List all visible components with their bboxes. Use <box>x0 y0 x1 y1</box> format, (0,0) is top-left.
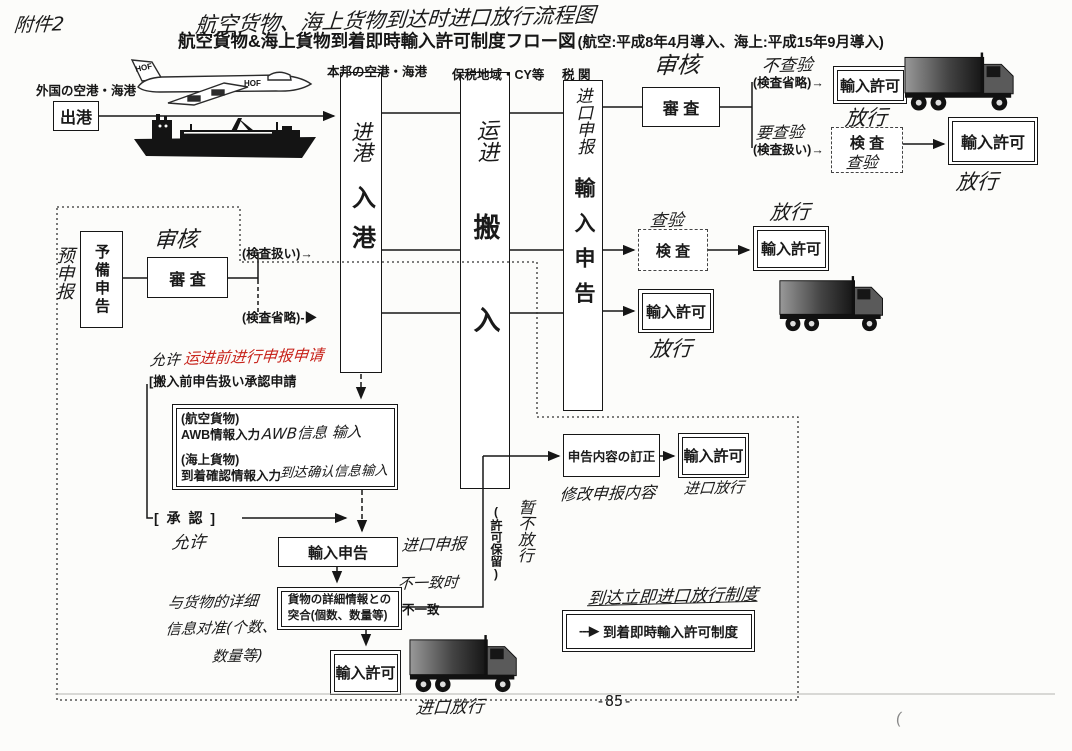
matching-box: 貨物の詳細情報との 突合(個数、数量等) <box>277 587 402 630</box>
hw-system-cn: 到达立即进口放行制度 <box>586 584 759 610</box>
departure-box: 出港 <box>53 101 99 131</box>
truck-icon-top-right <box>904 52 1014 111</box>
label-mismatch: 不一致 <box>402 603 440 617</box>
hw-arrival-confirm-input: 到达确认信息输入 <box>279 462 389 482</box>
truck-icon-middle <box>779 276 883 332</box>
hw-review-top: 审核 <box>652 52 701 80</box>
hw-import-declaration-cn: 进口申报 <box>401 534 467 555</box>
column-carry-in-label: 搬入 <box>469 213 500 399</box>
hw-permit-cn-1: 允许 <box>149 350 181 370</box>
legend-box: ---▶ 到着即時輸入許可制度 <box>562 610 755 652</box>
legend-dashed-arrow: ---▶ <box>579 623 599 638</box>
svg-text:HOF: HOF <box>244 79 261 88</box>
import-permit-box-3: 輸入許可 <box>753 226 829 271</box>
column-arrival-label: 入港 <box>347 185 375 265</box>
inspection-box-top: 検 査 <box>831 127 903 173</box>
correction-box: 申告内容の訂正 <box>563 434 660 477</box>
hw-matching-note-1: 与货物的详细 <box>167 591 259 613</box>
hw-withhold-release: 暂不放行 <box>514 498 535 564</box>
import-permit-box-6: 輸入許可 <box>330 650 401 695</box>
inspection-box-mid: 検 査 <box>638 229 708 271</box>
legend-label: 到着即時輸入許可制度 <box>603 625 738 640</box>
hw-import-release-2: 进口放行 <box>414 697 485 719</box>
import-declaration-box: 輸入申告 <box>278 537 398 567</box>
label-foreign-port: 外国の空港・海港 <box>36 84 137 98</box>
column-import-declaration-handwritten: 进口申报 <box>571 86 594 156</box>
hw-release-4: 放行 <box>648 336 693 362</box>
label-bonded-area: 保税地域・CY等 <box>452 68 545 82</box>
awb-line-sea: (海上貨物) <box>181 452 240 467</box>
hw-correction-cn: 修改申报内容 <box>559 482 657 505</box>
column-carry-in: 运进 搬入 <box>460 72 510 489</box>
import-permit-box-4: 輸入許可 <box>638 289 714 333</box>
column-import-declaration: 进口申报 輸入申告 <box>563 80 603 411</box>
label-inspection-required-right: (検査扱い)→ <box>753 143 824 157</box>
hw-release-3: 放行 <box>768 199 811 225</box>
column-arrival: 进港 入港 <box>340 72 382 373</box>
label-permit-withheld: (許可保留) <box>489 505 503 581</box>
column-carry-in-handwritten: 运进 <box>472 118 499 164</box>
hw-release-2: 放行 <box>954 169 999 195</box>
line-application-bracket <box>146 384 153 519</box>
hw-inspection-cn-2: 查验 <box>648 210 685 232</box>
hw-release-1: 放行 <box>843 105 888 131</box>
import-permit-box-2: 輸入許可 <box>948 117 1038 165</box>
label-approval: [ 承 認 ] <box>154 510 217 526</box>
hw-review-left: 审核 <box>152 227 199 254</box>
hw-matching-note-2: 信息对准(个数、 <box>165 617 278 639</box>
title-bar: 航空貨物&海上貨物到着即時輸入許可制度フロー図 (航空:平成8年4月導入、海上:… <box>178 28 884 53</box>
hw-matching-note-3: 数量等) <box>211 646 264 666</box>
hw-permit-cn-2: 允许 <box>170 532 207 554</box>
hw-no-inspection: 不查验 <box>760 55 814 77</box>
cargo-ship-icon <box>134 114 316 158</box>
hw-import-release-1: 进口放行 <box>683 478 745 498</box>
examination-box-top: 審 査 <box>642 87 720 127</box>
label-pre-carry-in-application: [搬入前申告扱い承認申請 <box>149 374 297 389</box>
hw-pre-declaration: 预申报 <box>52 245 75 301</box>
page-title: 航空貨物&海上貨物到着即時輸入許可制度フロー図 <box>178 31 576 51</box>
scan-stray-mark: ( <box>894 709 903 728</box>
line-examination-branch <box>720 82 753 148</box>
awb-line-sea-input: 到着確認情報入力 <box>181 468 282 483</box>
page-title-note: (航空:平成8年4月導入、海上:平成15年9月導入) <box>577 35 884 51</box>
airplane-icon: HOF HOF <box>130 59 313 106</box>
label-domestic-port: 本邦の空港・海港 <box>327 65 428 79</box>
import-permit-box-1: 輸入許可 <box>833 66 907 104</box>
label-inspection-omitted-right: (検査省略)→ <box>753 76 824 90</box>
page-number: -85- <box>596 692 633 710</box>
label-inspection-omitted-left: (検査省略)-▶ <box>242 311 317 325</box>
label-customs: 税 関 <box>562 68 591 82</box>
hw-inspection-cn-1: 查验 <box>845 152 879 173</box>
svg-text:HOF: HOF <box>135 62 153 74</box>
label-inspection-required-left: (検査扱い)→ <box>242 247 313 261</box>
hw-mismatch-case: 不一致时 <box>397 573 459 593</box>
column-import-declaration-label: 輸入申告 <box>572 177 595 317</box>
examination-box-left: 審 査 <box>147 257 228 298</box>
preliminary-declaration-box: 予備申告 <box>80 231 123 328</box>
hw-red-note: 运进前进行申报申请 <box>183 346 325 368</box>
attachment-note: 附件2 <box>12 13 65 37</box>
hw-awb-info-input: AWB信息 输入 <box>261 422 363 444</box>
column-arrival-handwritten: 进港 <box>348 120 374 164</box>
hw-inspection-needed: 要查验 <box>755 122 805 143</box>
truck-icon-bottom <box>409 635 517 693</box>
import-permit-box-5: 輸入許可 <box>678 433 749 478</box>
